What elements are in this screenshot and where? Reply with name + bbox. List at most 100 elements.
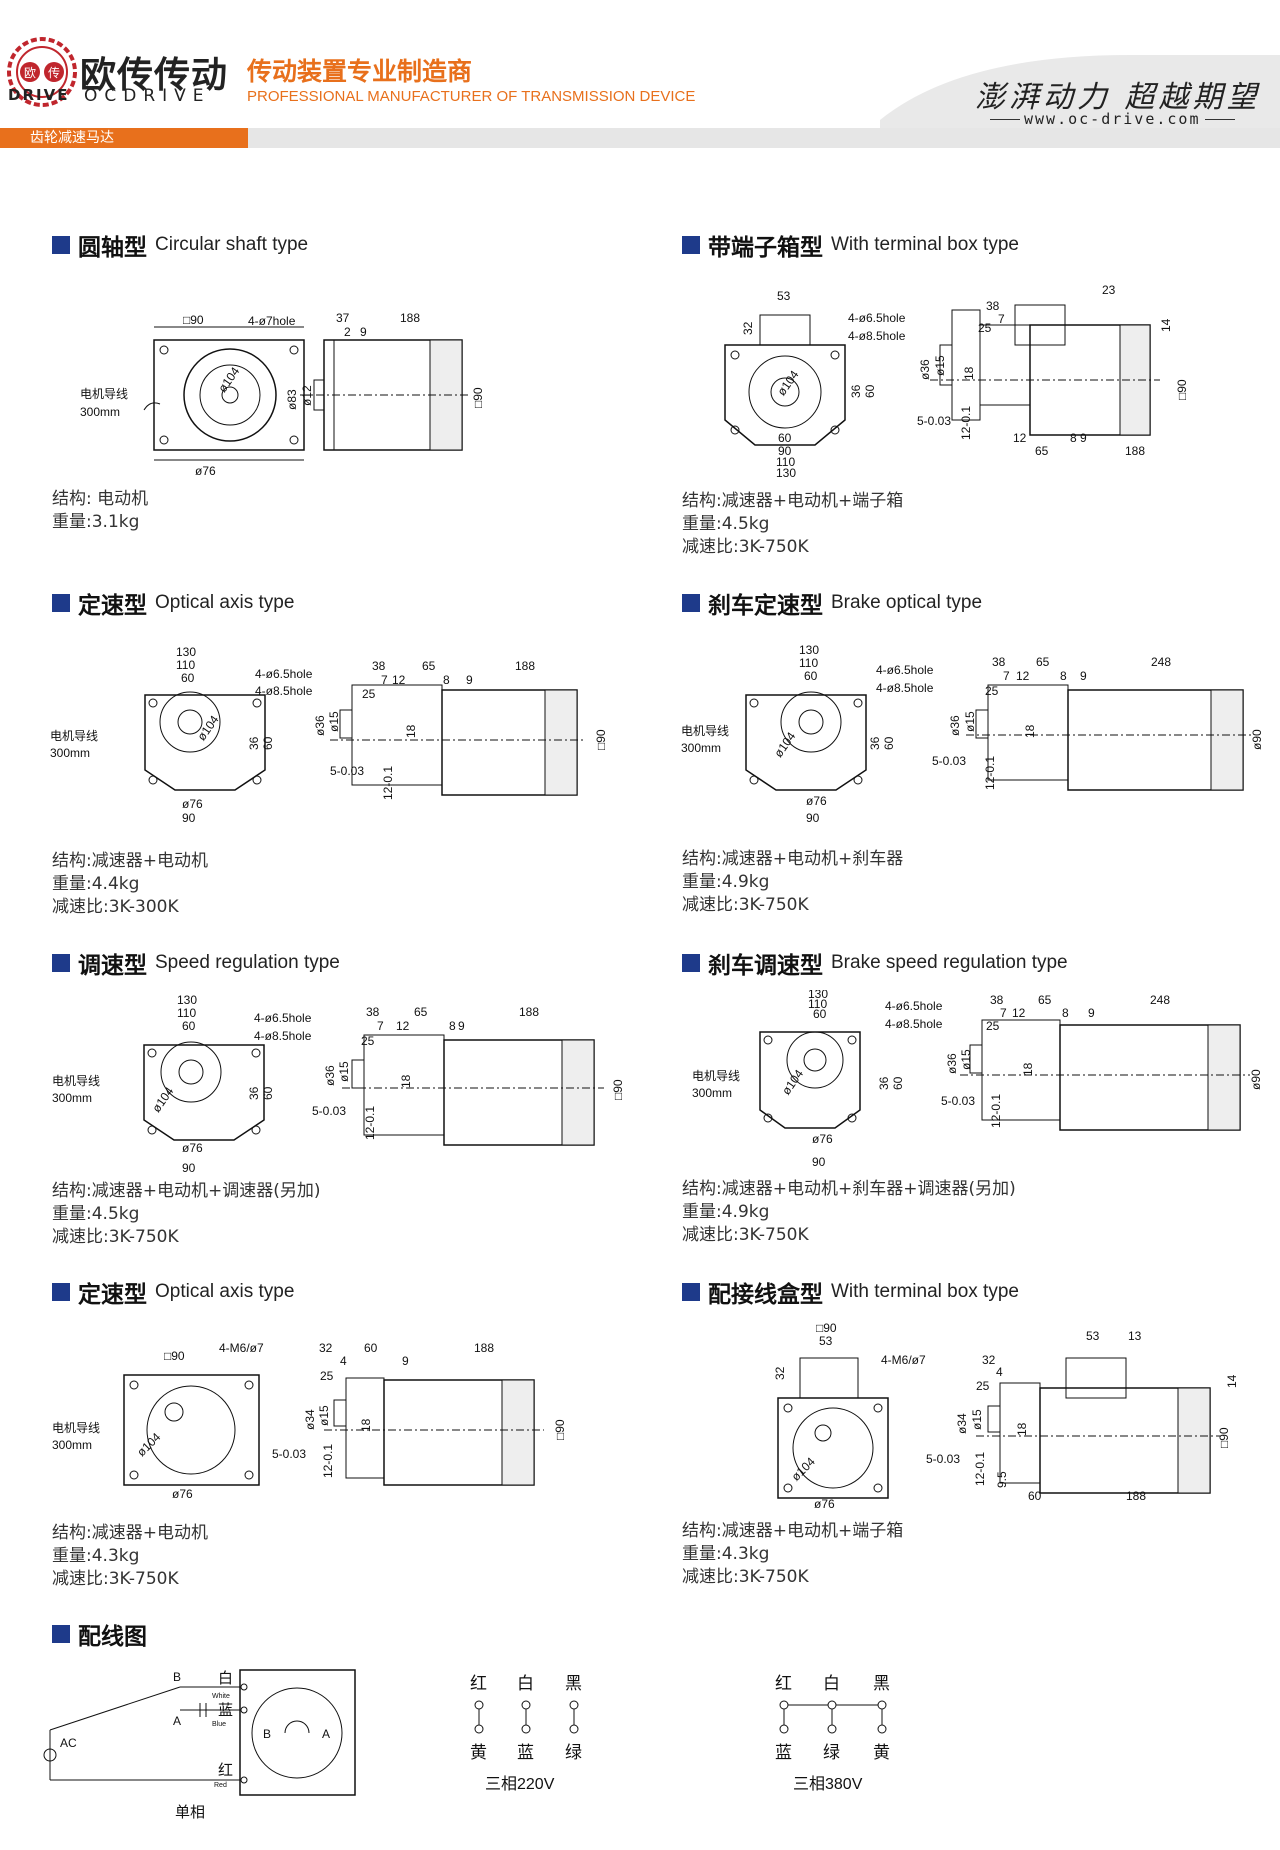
svg-text:90: 90 <box>812 1155 826 1169</box>
svg-text:110: 110 <box>776 455 795 469</box>
website-url: www.oc-drive.com <box>1020 110 1205 128</box>
svg-text:110: 110 <box>799 656 818 670</box>
svg-text:5-0.03: 5-0.03 <box>330 764 364 778</box>
svg-text:36: 36 <box>247 1086 261 1100</box>
svg-text:12: 12 <box>1016 669 1030 683</box>
svg-text:188: 188 <box>474 1341 494 1355</box>
svg-text:60: 60 <box>804 669 818 683</box>
section-marker-icon <box>52 594 70 612</box>
svg-text:□90: □90 <box>553 1419 567 1440</box>
drawing-brake-optical: 130 110 60 4-ø6.5hole 4-ø8.5hole ø104 36… <box>681 643 1264 825</box>
svg-text:60: 60 <box>813 1007 827 1021</box>
svg-text:B: B <box>263 1727 271 1741</box>
svg-text:红: 红 <box>218 1762 233 1779</box>
svg-text:ø15: ø15 <box>327 711 341 732</box>
svg-text:三相220V: 三相220V <box>485 1775 555 1793</box>
svg-text:4-ø8.5hole: 4-ø8.5hole <box>848 329 906 343</box>
svg-text:5-0.03: 5-0.03 <box>917 414 951 428</box>
svg-text:4-ø8.5hole: 4-ø8.5hole <box>255 684 313 698</box>
svg-text:蓝: 蓝 <box>775 1743 792 1762</box>
svg-text:ø76: ø76 <box>195 464 216 478</box>
svg-text:7: 7 <box>381 673 388 687</box>
svg-text:65: 65 <box>1036 655 1050 669</box>
svg-text:□90: □90 <box>183 313 204 327</box>
svg-text:白: 白 <box>218 1670 233 1687</box>
svg-text:蓝: 蓝 <box>517 1743 534 1762</box>
svg-text:248: 248 <box>1151 655 1171 669</box>
svg-text:300mm: 300mm <box>80 405 120 419</box>
svg-text:60: 60 <box>863 384 877 398</box>
wiring-single-phase: B A B A 白 White 蓝 Blue 红 Red AC 单相 <box>43 1669 356 1821</box>
svg-text:□90: □90 <box>471 387 485 408</box>
header-background <box>0 0 1280 150</box>
svg-text:ø36: ø36 <box>313 715 327 736</box>
svg-text:36: 36 <box>247 736 261 750</box>
svg-text:传: 传 <box>48 65 60 80</box>
section-title-terminal-box-2: 配接线盒型 With terminal box type <box>682 1275 1019 1309</box>
svg-text:黑: 黑 <box>565 1674 582 1693</box>
svg-text:ø90: ø90 <box>1250 729 1264 750</box>
tagline-en: PROFESSIONAL MANUFACTURER OF TRANSMISSIO… <box>247 88 696 105</box>
svg-text:300mm: 300mm <box>52 1438 92 1452</box>
svg-text:25: 25 <box>976 1379 990 1393</box>
svg-text:4-ø8.5hole: 4-ø8.5hole <box>254 1029 312 1043</box>
svg-text:5-0.03: 5-0.03 <box>312 1104 346 1118</box>
svg-text:9: 9 <box>458 1019 465 1033</box>
svg-text:18: 18 <box>404 724 418 738</box>
svg-text:12-0.1: 12-0.1 <box>321 1444 335 1478</box>
logo-cn: 欧传传动 <box>80 55 229 96</box>
svg-text:红: 红 <box>775 1674 792 1693</box>
svg-text:4-ø6.5hole: 4-ø6.5hole <box>876 663 934 677</box>
svg-text:300mm: 300mm <box>681 741 721 755</box>
svg-text:7: 7 <box>377 1019 384 1033</box>
section-marker-icon <box>52 954 70 972</box>
svg-text:32: 32 <box>982 1353 996 1367</box>
svg-text:7: 7 <box>998 312 1005 326</box>
svg-text:ø104: ø104 <box>149 1084 176 1115</box>
drawing-optical-axis-1: 130 110 60 4-ø6.5hole 4-ø8.5hole ø104 36… <box>50 645 608 825</box>
svg-text:5-0.03: 5-0.03 <box>932 754 966 768</box>
section-marker-icon <box>682 236 700 254</box>
svg-text:黑: 黑 <box>873 1674 890 1693</box>
svg-text:ø104: ø104 <box>771 729 798 760</box>
svg-text:欧: 欧 <box>24 66 36 80</box>
svg-text:B: B <box>173 1670 181 1684</box>
svg-text:12-0.1: 12-0.1 <box>363 1106 377 1140</box>
svg-text:110: 110 <box>177 1006 196 1020</box>
svg-text:ø83: ø83 <box>285 389 299 410</box>
svg-text:90: 90 <box>182 811 196 825</box>
svg-text:ø15: ø15 <box>317 1405 331 1426</box>
svg-text:32: 32 <box>773 1366 787 1380</box>
svg-text:188: 188 <box>1125 444 1145 458</box>
svg-text:110: 110 <box>808 997 827 1011</box>
svg-text:ø104: ø104 <box>779 1067 806 1098</box>
svg-text:ø76: ø76 <box>182 797 203 811</box>
svg-text:25: 25 <box>362 687 376 701</box>
svg-text:53: 53 <box>1086 1329 1100 1343</box>
svg-text:12-0.1: 12-0.1 <box>983 756 997 790</box>
svg-text:4-ø6.5hole: 4-ø6.5hole <box>848 311 906 325</box>
svg-text:53: 53 <box>819 1334 833 1348</box>
section-title-optical-axis-2: 定速型 Optical axis type <box>52 1275 294 1309</box>
svg-text:60: 60 <box>891 1076 905 1090</box>
svg-text:188: 188 <box>1126 1489 1146 1503</box>
section-title-wiring: 配线图 <box>52 1617 147 1651</box>
svg-text:13: 13 <box>1128 1329 1142 1343</box>
svg-text:110: 110 <box>176 658 195 672</box>
svg-text:5-0.03: 5-0.03 <box>941 1094 975 1108</box>
drawing-speed-regulation: 130 110 60 4-ø6.5hole 4-ø8.5hole ø104 36… <box>52 993 625 1175</box>
svg-text:ø15: ø15 <box>959 1049 973 1070</box>
svg-text:电机导线: 电机导线 <box>52 1074 100 1088</box>
svg-text:60: 60 <box>181 671 195 685</box>
svg-text:4-ø6.5hole: 4-ø6.5hole <box>255 667 313 681</box>
svg-text:18: 18 <box>1015 1422 1029 1436</box>
svg-text:ø36: ø36 <box>945 1053 959 1074</box>
svg-text:130: 130 <box>176 645 196 659</box>
svg-text:90: 90 <box>778 444 792 458</box>
svg-text:黄: 黄 <box>873 1743 890 1762</box>
svg-text:绿: 绿 <box>565 1743 582 1762</box>
svg-text:7: 7 <box>1003 669 1010 683</box>
svg-text:ø15: ø15 <box>963 711 977 732</box>
svg-text:ø36: ø36 <box>948 715 962 736</box>
svg-text:4-ø8.5hole: 4-ø8.5hole <box>876 681 934 695</box>
